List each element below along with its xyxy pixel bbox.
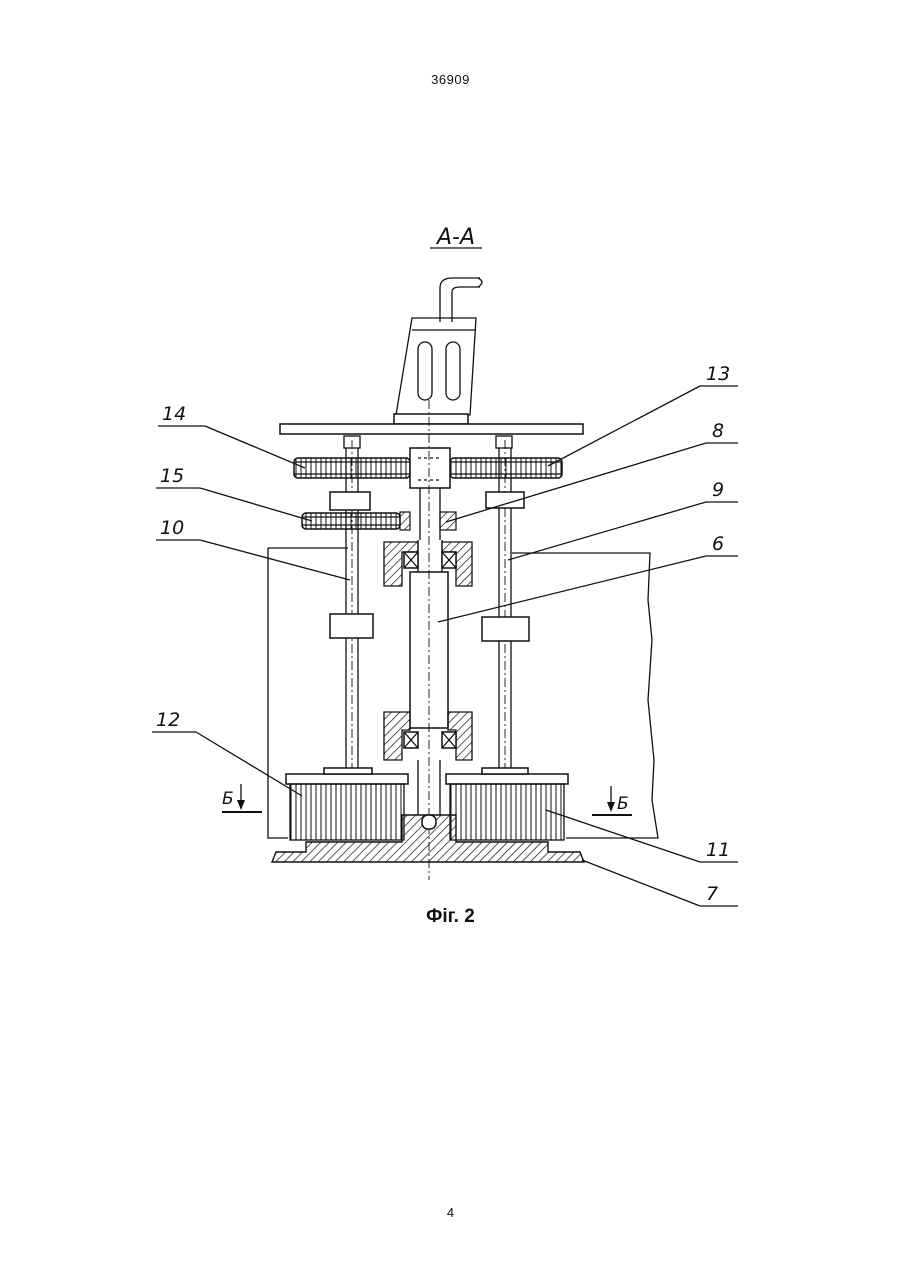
svg-text:14: 14 bbox=[162, 403, 186, 425]
callout-9: 9 bbox=[508, 479, 738, 560]
section-label: А-А bbox=[435, 225, 475, 250]
brush-drum-11 bbox=[446, 774, 568, 840]
svg-text:15: 15 bbox=[160, 465, 184, 487]
gear-14 bbox=[294, 458, 410, 478]
crank-handle bbox=[394, 278, 482, 424]
svg-text:12: 12 bbox=[156, 709, 180, 731]
page-number: 4 bbox=[0, 1205, 901, 1220]
section-mark-right: Б bbox=[592, 786, 632, 815]
svg-text:6: 6 bbox=[712, 533, 724, 555]
callout-6: 6 bbox=[438, 533, 738, 622]
shaft-9 bbox=[482, 436, 529, 780]
gear-15 bbox=[302, 513, 400, 529]
svg-text:Б: Б bbox=[222, 789, 234, 809]
figure-caption: Фіг. 2 bbox=[0, 906, 901, 928]
callout-15: 15 bbox=[156, 465, 312, 521]
svg-text:11: 11 bbox=[706, 839, 730, 861]
callout-14: 14 bbox=[158, 403, 305, 468]
section-mark-left: Б bbox=[222, 784, 262, 812]
shaft-10 bbox=[330, 436, 373, 780]
callout-13: 13 bbox=[548, 363, 738, 466]
top-plate bbox=[280, 424, 583, 434]
svg-text:8: 8 bbox=[712, 420, 724, 442]
callout-12: 12 bbox=[152, 709, 302, 796]
svg-text:9: 9 bbox=[712, 479, 724, 501]
brush-drum-12 bbox=[286, 774, 408, 840]
svg-text:7: 7 bbox=[706, 883, 718, 905]
svg-text:10: 10 bbox=[160, 517, 184, 539]
svg-text:13: 13 bbox=[706, 363, 730, 385]
svg-text:Б: Б bbox=[617, 794, 629, 814]
drum-11-collar bbox=[482, 768, 528, 774]
callout-7: 7 bbox=[582, 860, 738, 906]
drum-12-collar bbox=[324, 768, 372, 774]
gear-13 bbox=[450, 458, 562, 478]
